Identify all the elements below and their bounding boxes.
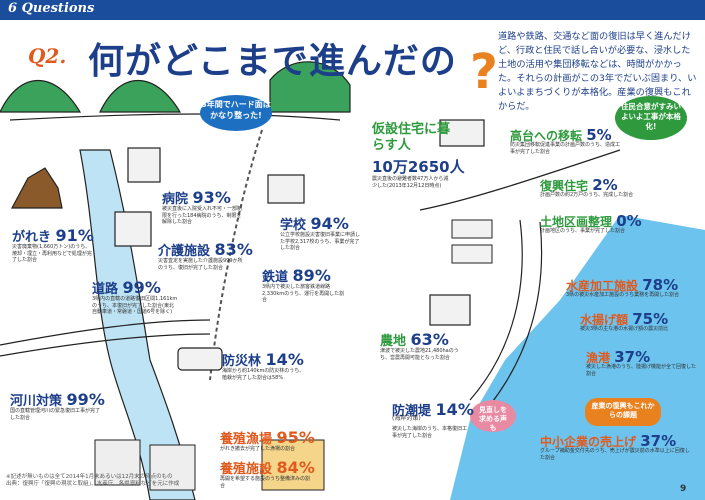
yoshoku-g-label: 養殖漁場 95% [220,428,315,447]
mountain-right [269,61,351,113]
school-label: 学校 94% [280,214,349,233]
industry-bubble: 産業の復興もこれからの課題 [585,398,661,426]
kasetsu-value: 10万2650人 [372,158,465,176]
suisan-desc: 3県の被災水産加工施設のうち業務を再開した割合 [566,292,680,298]
bouchotei-desc: 被災した海岸のうち、本格復旧工事が完了した割合 [392,426,468,439]
house-block [439,119,485,147]
chusho-label: 中小企業の売上げ 37% [540,432,677,450]
kukaku-desc: 計画地区のうち、事業が完了した割合 [540,228,626,234]
gareki-desc: 災害廃棄物(1,660万トン)のうち、焼却・埋立・再利用などで処理が完了した割合 [12,244,92,264]
river-desc: 国の直轄管理河川の緊急復旧工事が完了した割合 [10,408,101,421]
header-bar [0,0,705,20]
care-building [114,211,152,247]
care-label: 介護施設 83% [158,240,253,259]
care-desc: 災害査定を実施した介護施設999か所のうち、復旧が完了した割合 [158,258,243,271]
bouchotei-label: 防潮堤 14% [392,400,474,419]
factory-building [429,294,471,326]
yoshoku-s-desc: 再開を希望する施設のうち整備済みの割合 [220,476,311,489]
nouchi-desc: 津波で被災した農地21,480haのうち、営農再開可能となった割合 [380,348,459,361]
gareki-label: がれき 91% [12,226,94,245]
mizuage-desc: 被災3県の主な港の水揚げ額の震災前比 [580,326,669,332]
nouchi-label: 農地 63% [380,330,449,349]
page-title: 何がどこまで進んだの [88,41,457,82]
mizuage-label: 水揚げ額 75% [580,310,669,328]
page-number: 9 [680,484,687,494]
hospital-building [127,147,161,183]
intro-text: 道路や鉄路、交通など面の復旧は早く進んだけど、行政と住民で話し合いが必要な、浸水… [498,31,697,112]
kasetsu-desc: 震災直後の避難者数47万人から減少した(2013年12月12日時点) [372,176,449,189]
fukkou-desc: 計画戸数の約2万戸のうち、完成した割合 [540,192,634,198]
hard-bubble: 3年間でハード面はかなり整った! [200,95,272,131]
river [79,149,196,500]
chusho-desc: グループ補助金交付先のうち、売上げが震災前の水準以上に回復した割合 [540,448,690,461]
section-label: 6 Questions [8,1,95,16]
bouhai-label: 防災林 14% [222,350,304,369]
rubble-pile [11,167,63,209]
fukkou-label: 復興住宅 2% [540,176,618,194]
bouhai-desc: 海岸から約140kmの防災林のうち、植栽が完了した割合は58% [222,368,305,381]
sea [450,215,705,500]
takadai-label: 高台への移転 5% [510,126,612,144]
temporary-housing [451,219,493,239]
view-bubble: 見直しを求める声も [470,400,516,432]
school-desc: 公立学校施設災害復旧事業に申請した学校2,317校のうち、事業が完了した割合 [280,232,361,252]
takadai-desc: 防災集団移転促進事業の計画戸数のうち、造成工事が完了した割合 [510,142,621,155]
gyokou-label: 漁港 37% [586,348,651,366]
footnote: ※記述が無いものは全て2014年1月末あるいは12月末の時点のもの 出典：復興庁… [6,474,180,487]
mountain-mid [99,79,182,113]
kasetsu-label: 仮設住宅に暮らす人 [372,122,451,153]
bouchotei-sub: (海岸対策) [392,415,421,422]
hospital-label: 病院 93% [162,188,231,207]
rail-desc: 3県内で被災した旅客鉄道線路2,330kmのうち、運行を再開した割合 [262,284,345,304]
yoshoku-s-label: 養殖施設 84% [220,458,315,477]
school-building [267,174,305,204]
housing-bubble: 住民合意がすみいよいよ工事が本格化! [615,96,687,140]
mountain-left [0,79,82,113]
kukaku-label: 土地区画整理 0% [540,212,642,230]
rail-label: 鉄道 89% [262,266,331,285]
gyokou-desc: 被災した漁港のうち、陸揚げ機能が全て回復した割合 [586,364,697,377]
yoshoku-g-desc: がれき撤去が完了した漁場の割合 [220,446,296,452]
road-desc: 3県内の直轄の道路復旧区間1,161kmのうち、本復旧が完了した割合(東北自動車… [92,296,178,316]
question-mark: ? [470,44,498,100]
river-label: 河川対策 99% [10,390,105,409]
question-number: Q2. [28,44,67,68]
bus [177,347,223,371]
suisan-label: 水産加工施設 78% [566,276,679,294]
road-label: 道路 99% [92,278,161,297]
hospital-desc: 被災直後に入院受入れ不可・一部制限を行った184病院のうち、制限を解除した割合 [162,206,243,226]
